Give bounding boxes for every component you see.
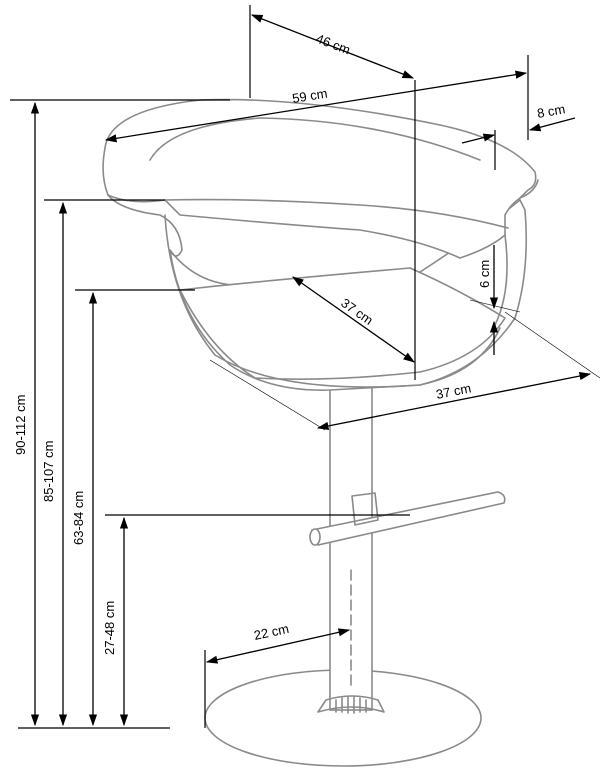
dim-line-seat-depth-top [250,14,415,79]
label-backrest-thickness: 8 cm [536,101,566,121]
label-base-radius: 22 cm [253,621,291,643]
chair-drawing [102,98,539,767]
label-armrest-height: 85-107 cm [41,441,56,502]
label-overall-height: 90-112 cm [13,395,28,455]
label-seat-cushion-height: 6 cm [477,260,492,288]
dim-line-backrest-thickness [528,117,576,132]
dim-line-seat-depth [316,372,592,430]
dim-line-overall-width [104,70,528,143]
dim-line-seat-width [292,276,415,363]
label-overall-width: 59 cm [291,86,328,106]
dimension-lines [10,5,601,729]
label-seat-depth: 37 cm [435,380,473,401]
column-collar [317,695,385,713]
backrest [102,98,537,259]
label-seat-height: 63-84 cm [71,491,86,545]
dim-line-base-radius [205,628,351,664]
label-seat-depth-top: 46 cm [314,31,352,58]
label-footrest-height: 27-48 cm [102,601,117,655]
dimension-labels: 46 cm 59 cm 8 cm 6 cm 37 cm 37 cm 22 cm … [13,31,566,655]
